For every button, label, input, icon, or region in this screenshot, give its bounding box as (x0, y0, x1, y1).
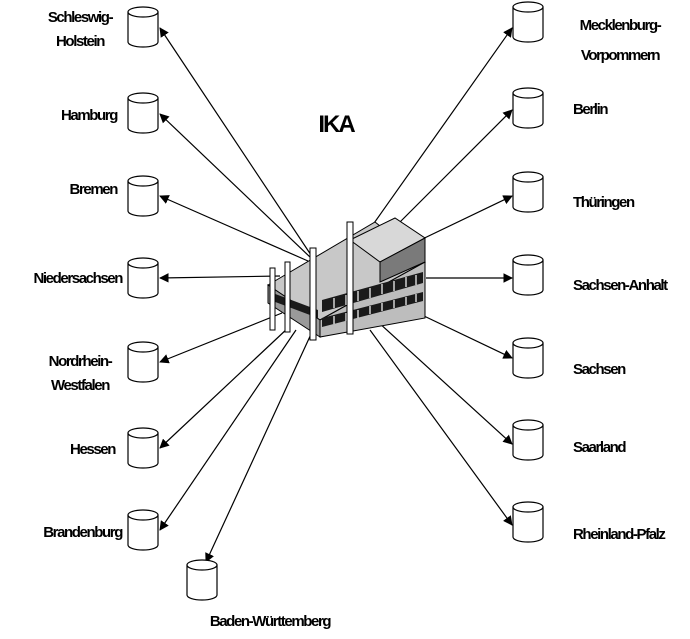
state-label-line: Hessen (70, 441, 116, 458)
connection-arrow-thueringen (411, 195, 513, 245)
state-label: Brandenburg (43, 524, 123, 541)
connection-arrow-bremen (159, 195, 309, 262)
state-node-niedersachsen: Niedersachsen (33, 257, 159, 299)
database-cylinder-icon (127, 427, 159, 469)
connection-arrow-rheinland-pfalz (369, 329, 513, 526)
database-cylinder-icon (512, 254, 544, 296)
state-label: Mecklenburg- Vorpommern (580, 17, 662, 64)
connection-arrow-mecklenburg-vorpommern (371, 27, 513, 227)
state-label: Bremen (70, 181, 119, 198)
state-label-line: Thüringen (573, 194, 635, 211)
state-label-line: Vorpommern (581, 47, 660, 64)
state-label: Hessen (70, 441, 116, 458)
state-label: Rheinland-Pfalz (573, 526, 665, 543)
database-cylinder-icon (127, 509, 159, 551)
state-label-line: Sachsen-Anhalt (573, 277, 668, 294)
state-nodes: Schleswig- HolsteinHamburgBremenNiedersac… (33, 1, 670, 630)
connection-arrow-brandenburg (159, 329, 297, 531)
state-node-nordrhein-westfalen: Nordrhein- Westfalen (49, 341, 159, 394)
state-label-line: Schleswig- (48, 9, 114, 26)
state-label: Sachsen-Anhalt (573, 277, 668, 294)
state-node-rheinland-pfalz: Rheinland-Pfalz (512, 501, 667, 543)
connection-arrow-sachsen (423, 315, 513, 359)
state-label: Sachsen (573, 361, 626, 378)
state-label-line: Nordrhein- (49, 353, 113, 370)
state-node-sachsen: Sachsen (512, 337, 628, 379)
state-label-line: Saarland (573, 439, 626, 456)
state-node-mecklenburg-vorpommern: Mecklenburg- Vorpommern (512, 1, 663, 64)
database-cylinder-icon (512, 171, 544, 213)
database-cylinder-icon (512, 501, 544, 543)
database-cylinder-icon (512, 87, 544, 129)
state-node-bremen: Bremen (70, 175, 159, 217)
state-node-hessen: Hessen (70, 427, 159, 469)
connection-arrow-nordrhein-westfalen (159, 312, 283, 364)
database-cylinder-icon (512, 1, 544, 43)
state-label-line: Rheinland-Pfalz (573, 526, 665, 543)
state-node-sachsen-anhalt: Sachsen-Anhalt (512, 254, 670, 296)
state-node-schleswig-holstein: Schleswig- Holstein (48, 6, 159, 50)
office-building-icon (267, 217, 426, 341)
state-label: Nordrhein- Westfalen (49, 353, 113, 394)
connection-arrow-berlin (395, 109, 513, 227)
state-node-brandenburg: Brandenburg (43, 509, 159, 551)
database-cylinder-icon (127, 175, 159, 217)
state-label-line: Sachsen (573, 361, 626, 378)
state-label: Saarland (573, 439, 626, 456)
connection-arrow-hamburg (159, 113, 312, 259)
state-label: Thüringen (573, 194, 635, 211)
database-cylinder-icon (127, 6, 159, 48)
state-label: Niedersachsen (33, 270, 123, 287)
state-node-hamburg: Hamburg (61, 92, 159, 134)
state-label-line: Mecklenburg- (580, 17, 662, 34)
state-label-line: Berlin (573, 101, 608, 118)
database-cylinder-icon (512, 419, 544, 461)
connection-arrow-schleswig-holstein (159, 27, 312, 256)
state-label-line: Bremen (70, 181, 119, 198)
state-label-line: Holstein (56, 33, 105, 50)
state-label: Schleswig- Holstein (48, 9, 114, 50)
database-cylinder-icon (127, 92, 159, 134)
state-label-line: Niedersachsen (33, 270, 123, 287)
database-cylinder-icon (127, 257, 159, 299)
state-label-line: Westfalen (51, 377, 110, 394)
state-label: Berlin (573, 101, 608, 118)
state-node-berlin: Berlin (512, 87, 610, 129)
state-node-thueringen: Thüringen (512, 171, 636, 213)
connection-arrow-niedersachsen (159, 273, 281, 283)
connection-arrow-baden-wuerttemberg (205, 331, 313, 563)
diagram-title: IKA (318, 111, 355, 138)
state-node-baden-wuerttemberg: Baden-Württemberg (186, 559, 333, 630)
state-label-line: Baden-Württemberg (210, 613, 332, 630)
state-label: Baden-Württemberg (210, 613, 332, 630)
state-label: Hamburg (61, 107, 118, 124)
state-label-line: Hamburg (61, 107, 118, 124)
connection-arrow-hessen (159, 327, 289, 449)
connections (159, 27, 513, 563)
state-label-line: Brandenburg (43, 524, 123, 541)
database-cylinder-icon (512, 337, 544, 379)
database-cylinder-icon (127, 341, 159, 383)
connection-arrow-saarland (377, 321, 513, 445)
database-cylinder-icon (186, 559, 218, 601)
state-node-saarland: Saarland (512, 419, 628, 461)
